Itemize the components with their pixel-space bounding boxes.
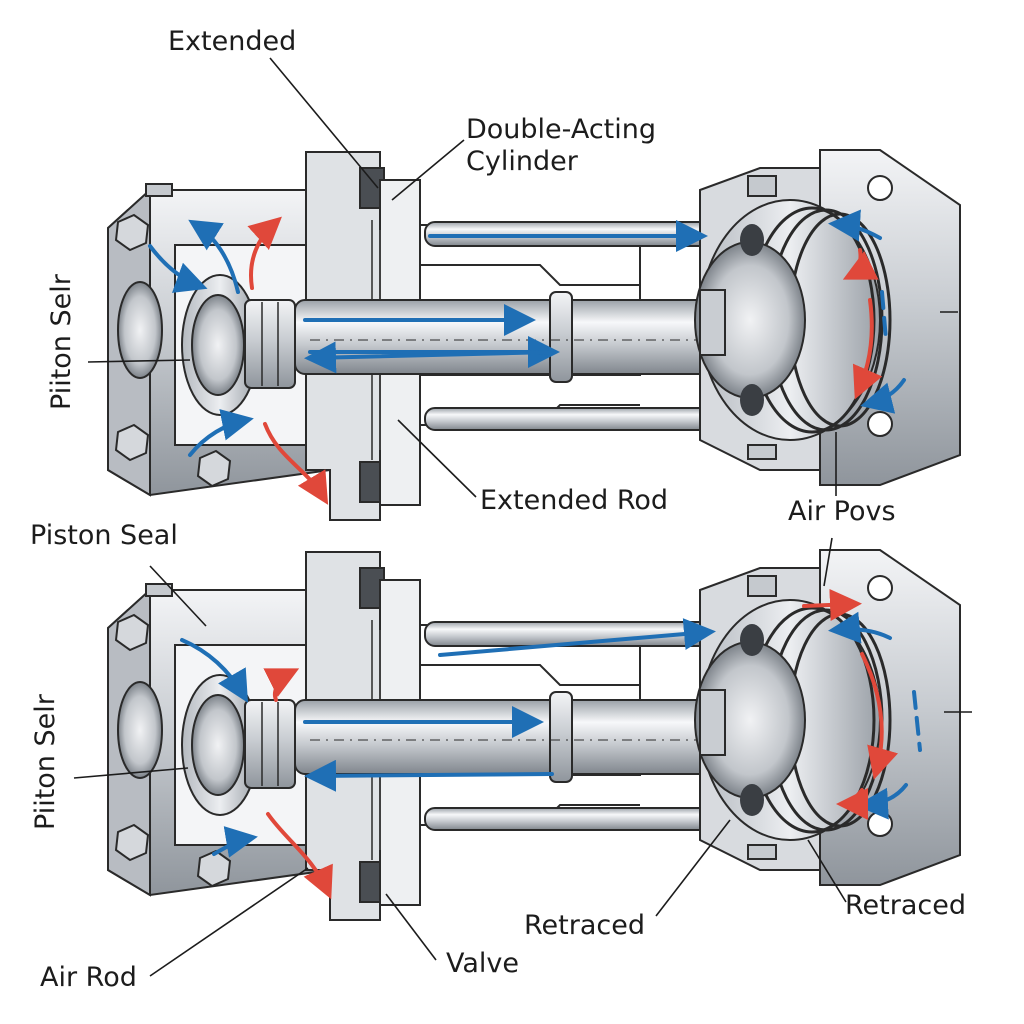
- label-double-acting-line2: Cylinder: [466, 146, 578, 178]
- air-flow-arrow: [438, 618, 716, 657]
- exhaust-flow-arrow: [263, 422, 329, 505]
- air-flow-arrow: [912, 690, 922, 752]
- label-valve: Valve: [446, 948, 520, 979]
- air-flow-arrow: [188, 219, 240, 294]
- air-flow-arrow: [880, 290, 888, 342]
- leader-line: [385, 893, 437, 961]
- air-flow-arrow: [828, 611, 892, 644]
- air-flow-arrow: [212, 826, 258, 858]
- leader-line: [149, 565, 207, 627]
- air-flow-arrow: [828, 209, 882, 242]
- exhaust-flow-arrow: [263, 668, 300, 702]
- exhaust-flow-arrow: [836, 787, 869, 820]
- leader-line: [823, 537, 833, 587]
- air-flow-arrow: [148, 244, 208, 293]
- label-retraced-right: Retraced: [845, 890, 966, 921]
- label-double-acting-line1: Double-Acting: [466, 114, 657, 145]
- exhaust-flow-arrow: [247, 216, 282, 290]
- retracted-cylinder-view: [73, 537, 972, 977]
- air-flow-arrow: [180, 638, 249, 703]
- extended-cylinder-view: [87, 57, 962, 522]
- leader-line: [655, 819, 731, 917]
- exhaust-flow-arrow: [842, 248, 879, 280]
- label-retraced-center: Retraced: [524, 910, 645, 941]
- air-flow-arrow: [860, 378, 906, 414]
- leader-line: [87, 359, 191, 363]
- leader-line: [149, 867, 309, 977]
- label-air-rod: Air Rod: [40, 962, 137, 993]
- label-piton-selr-bottom: Piiton Selr: [30, 694, 61, 830]
- air-flow-arrow: [304, 341, 554, 374]
- air-flow-arrow: [188, 409, 254, 457]
- leader-line: [807, 839, 847, 903]
- label-piston-seal: Piston Seal: [30, 520, 178, 551]
- leader-line: [73, 767, 189, 779]
- label-air-povs: Air Povs: [788, 496, 896, 527]
- leader-line: [397, 419, 477, 498]
- air-flow-arrow: [304, 759, 554, 792]
- leader-line: [391, 139, 465, 201]
- label-extended-rod: Extended Rod: [480, 485, 669, 516]
- leader-line: [269, 57, 379, 189]
- label-piton-selr-top: Piiton Selr: [46, 274, 77, 410]
- air-flow-arrow: [856, 783, 908, 820]
- label-double-acting-cylinder: Double-Acting Cylinder: [466, 114, 656, 179]
- exhaust-flow-arrow: [802, 588, 862, 621]
- exhaust-flow-arrow: [852, 298, 883, 400]
- exhaust-flow-arrow: [860, 652, 898, 780]
- label-extended: Extended: [168, 26, 297, 57]
- exhaust-flow-arrow: [266, 812, 333, 900]
